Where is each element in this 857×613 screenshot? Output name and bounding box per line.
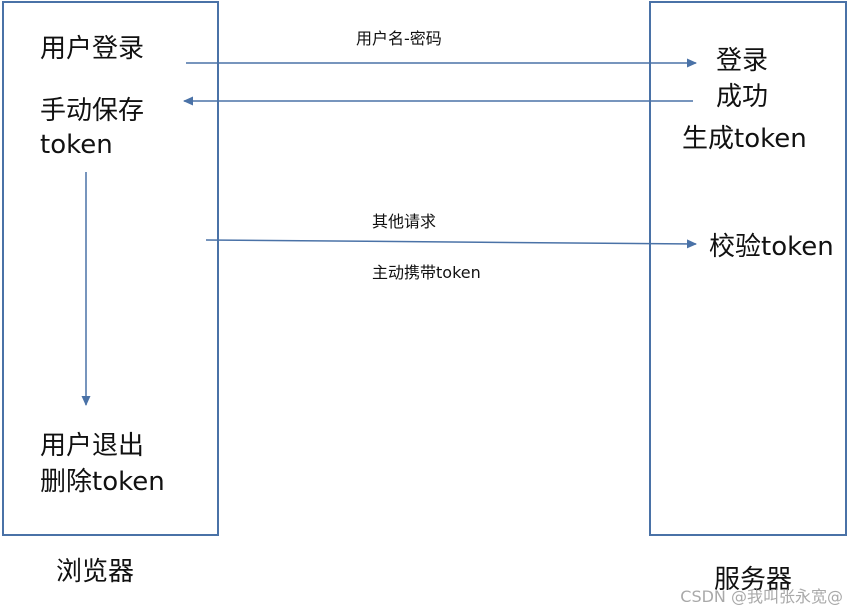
server-verify-token-label: 校验token	[709, 232, 834, 262]
browser-save-label-line1: 手动保存	[40, 96, 145, 126]
browser-login-label: 用户登录	[40, 34, 145, 64]
browser-title: 浏览器	[56, 557, 135, 587]
server-generate-token-label: 生成token	[682, 124, 807, 154]
server-title: 服务器	[714, 565, 793, 595]
server-login-success-line1: 登录	[716, 46, 769, 76]
server-box	[649, 1, 847, 536]
browser-save-label-line2: token	[40, 130, 113, 160]
browser-logout-label-line1: 用户退出	[40, 431, 145, 461]
server-login-success-line2: 成功	[716, 82, 769, 112]
browser-logout-label-line2: 删除token	[40, 467, 165, 497]
browser-box	[2, 1, 219, 536]
other-requests-message-label: 其他请求	[372, 212, 437, 231]
carry-token-message-label: 主动携带token	[372, 263, 481, 282]
other-request-arrow	[205, 239, 697, 249]
credentials-message-label: 用户名-密码	[356, 29, 442, 48]
watermark: CSDN @我叫张永宽@	[680, 587, 843, 606]
